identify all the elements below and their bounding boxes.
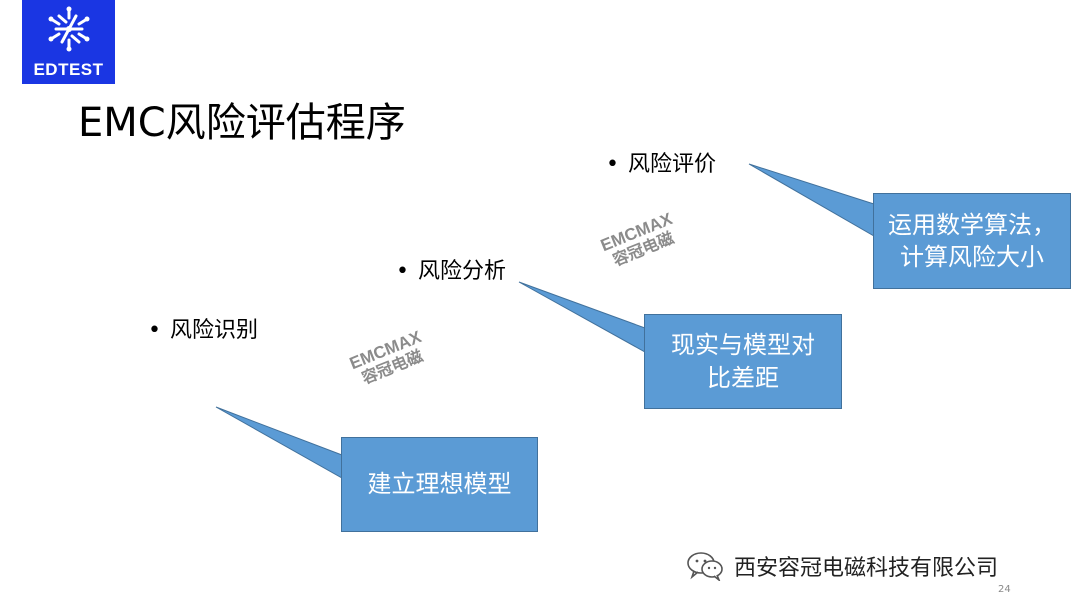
- callout-line: 计算风险大小: [900, 243, 1044, 271]
- bullet-risk-evaluation: • 风险评价: [606, 146, 716, 178]
- callout-line: 比差距: [707, 363, 779, 392]
- bullet-text: 风险评价: [628, 152, 717, 177]
- callout-pointer-identification: [215, 406, 343, 479]
- bullet-dot: •: [606, 152, 619, 177]
- company-name: 西安容冠电磁科技有限公司: [734, 556, 999, 581]
- callout-line: 建立理想模型: [367, 470, 512, 499]
- callout-box-evaluation: 运用数学算法， 计算风险大小: [873, 193, 1071, 289]
- bullet-text: 风险识别: [170, 318, 259, 343]
- bullet-dot: •: [148, 318, 161, 343]
- callout-line: 现实与模型对: [671, 331, 815, 360]
- bullet-risk-analysis: • 风险分析: [396, 253, 506, 285]
- callout-line: 运用数学算法，: [888, 210, 1056, 239]
- bullet-risk-identification: • 风险识别: [148, 312, 258, 344]
- callout-pointer-evaluation: [748, 163, 875, 237]
- bullet-text: 风险分析: [418, 259, 507, 284]
- callout-pointer-analysis: [518, 281, 646, 353]
- page-title: EMC风险评估程序: [78, 100, 406, 146]
- logo-emblem-icon: [48, 6, 90, 52]
- footer: 西安容冠电磁科技有限公司: [686, 549, 998, 583]
- logo-text: EDTEST: [33, 60, 104, 79]
- page-number: 24: [998, 584, 1011, 595]
- callout-box-identification: 建立理想模型: [341, 437, 538, 532]
- edtest-logo: EDTEST: [22, 0, 115, 84]
- callout-box-analysis: 现实与模型对 比差距: [644, 314, 842, 409]
- wechat-icon: [687, 552, 723, 581]
- bullet-dot: •: [396, 259, 409, 284]
